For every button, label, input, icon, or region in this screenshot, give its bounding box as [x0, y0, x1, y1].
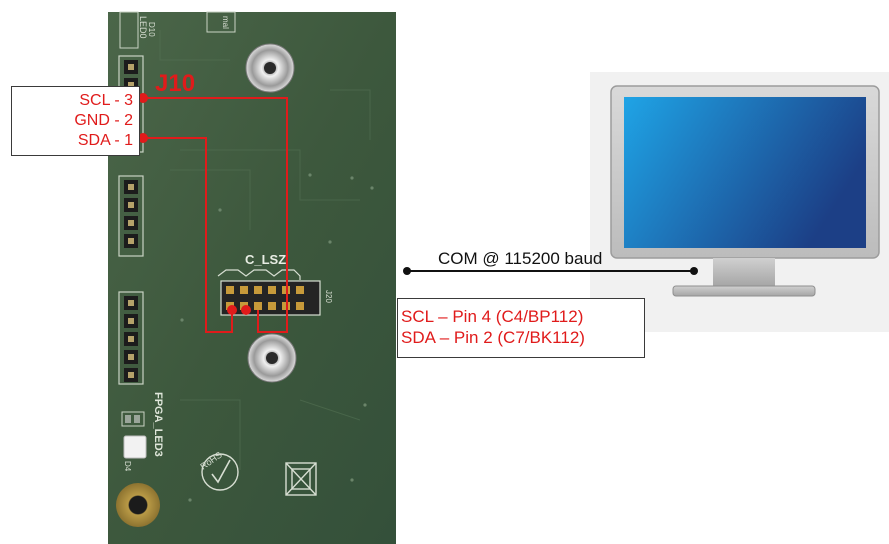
callout-line-scl-pin: SCL – Pin 4 (C4/BP112): [401, 306, 644, 327]
silk-d4: D4: [123, 461, 132, 472]
c-lsz-label: C_LSZ: [245, 252, 286, 267]
standoff-top-hole: [264, 62, 276, 74]
monitor-neck: [713, 258, 775, 286]
silk-fpga-led: FPGA_LED3: [152, 392, 164, 457]
callout-line-scl: SCL - 3: [12, 91, 133, 111]
monitor-base: [673, 286, 815, 296]
sda-dot-c-lsz: [227, 305, 237, 315]
silk-led0: LED0: [138, 16, 148, 39]
callout-line-gnd: GND - 2: [12, 111, 133, 131]
callout-line-sda: SDA - 1: [12, 131, 133, 151]
pcb-surface: [108, 12, 396, 544]
mounting-pad: [116, 483, 160, 527]
led-component: [124, 436, 146, 458]
com-dot-pc: [690, 267, 698, 275]
j10-label: J10: [155, 70, 195, 97]
header-3-pins: [124, 296, 138, 382]
silk-mal: mal: [221, 16, 230, 29]
c-lsz-pinout-callout: SCL – Pin 4 (C4/BP112) SDA – Pin 2 (C7/B…: [397, 298, 645, 358]
com-label: COM @ 115200 baud: [438, 249, 602, 269]
j10-pinout-callout: SCL - 3 GND - 2 SDA - 1: [11, 86, 140, 156]
monitor-screen: [624, 97, 866, 248]
callout-line-sda-pin: SDA – Pin 2 (C7/BK112): [401, 327, 644, 348]
silk-j20: J20: [324, 290, 333, 303]
scl-dot-c-lsz: [241, 305, 251, 315]
standoff-bottom-hole: [266, 352, 278, 364]
monitor: [590, 72, 889, 332]
pcb-board: D10 LED0 mal: [108, 12, 396, 544]
com-dot-board: [403, 267, 411, 275]
